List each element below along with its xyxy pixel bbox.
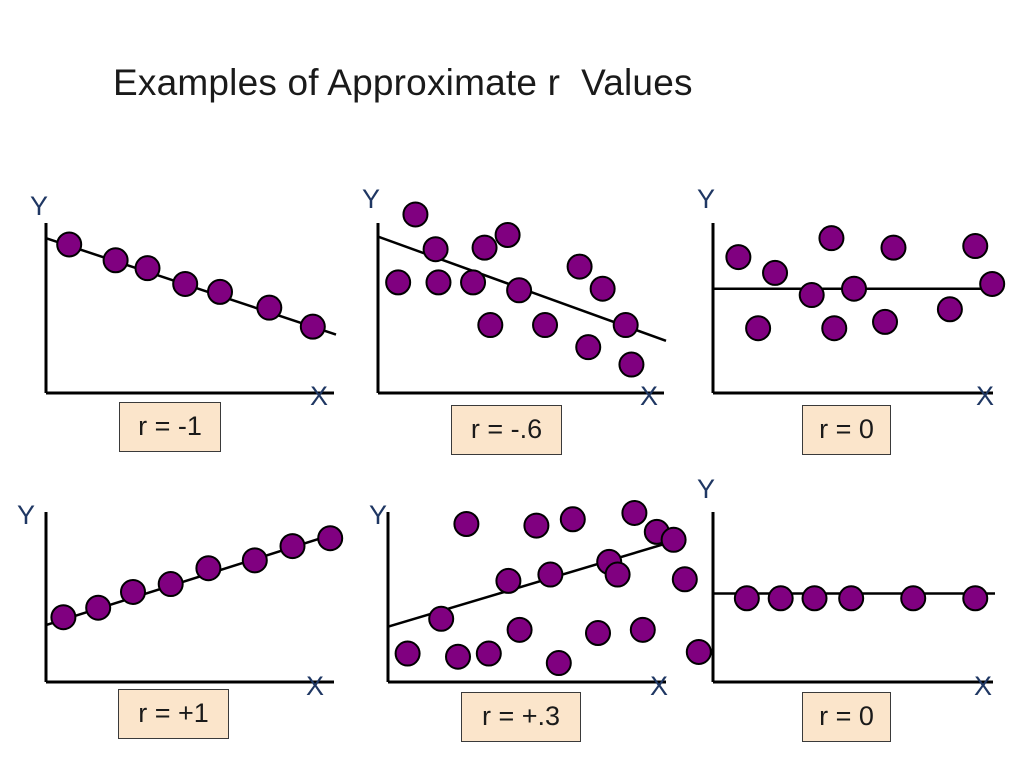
data-point-bottom-left-0 xyxy=(50,604,77,631)
data-point-top-middle-10 xyxy=(566,253,593,280)
x-axis-label-bottom-left: X xyxy=(306,671,324,701)
r-label-top-middle: r = -.6 xyxy=(451,405,562,455)
slide-title: Examples of Approximate r Values xyxy=(113,62,693,103)
x-axis-label-bottom-middle: X xyxy=(650,671,668,701)
data-point-bottom-middle-7 xyxy=(506,616,533,643)
r-label-bottom-middle: r = +.3 xyxy=(461,692,581,742)
r-label-top-right: r = 0 xyxy=(802,405,891,455)
data-point-top-middle-11 xyxy=(589,275,616,302)
data-point-top-right-5 xyxy=(821,315,848,342)
x-axis-label-bottom-right: X xyxy=(974,671,992,701)
data-point-top-left-0 xyxy=(56,231,83,258)
data-point-bottom-middle-13 xyxy=(621,499,648,526)
data-point-top-left-1 xyxy=(102,247,129,274)
data-point-top-left-6 xyxy=(299,313,326,340)
data-point-top-middle-8 xyxy=(477,312,504,339)
data-point-top-middle-7 xyxy=(506,277,533,304)
r-label-top-left: r = -1 xyxy=(119,402,221,452)
data-point-bottom-left-1 xyxy=(85,594,112,621)
data-point-top-middle-6 xyxy=(494,222,521,248)
data-point-top-right-10 xyxy=(962,233,989,260)
data-point-bottom-left-7 xyxy=(317,525,344,552)
data-point-top-right-6 xyxy=(841,275,867,302)
data-point-bottom-left-3 xyxy=(157,571,184,598)
data-point-bottom-right-3 xyxy=(838,585,865,612)
data-point-top-middle-3 xyxy=(425,269,452,296)
data-point-bottom-right-2 xyxy=(801,585,828,612)
data-point-top-left-3 xyxy=(172,270,199,297)
data-point-bottom-middle-17 xyxy=(660,526,687,553)
data-point-bottom-middle-11 xyxy=(585,620,611,647)
data-point-bottom-right-1 xyxy=(767,585,794,612)
data-point-bottom-right-0 xyxy=(733,585,760,612)
data-point-bottom-middle-3 xyxy=(445,643,471,670)
data-point-top-middle-9 xyxy=(532,312,559,339)
data-point-bottom-middle-15 xyxy=(629,616,656,643)
y-axis-label-bottom-middle: Y xyxy=(369,500,387,530)
data-point-bottom-middle-4 xyxy=(475,640,502,667)
x-axis-label-top-left: X xyxy=(310,381,328,411)
y-axis-label-bottom-right: Y xyxy=(697,474,715,504)
data-point-bottom-left-2 xyxy=(120,578,146,605)
data-point-top-middle-2 xyxy=(385,269,412,296)
data-point-top-right-2 xyxy=(818,225,845,252)
data-point-top-left-5 xyxy=(256,294,283,321)
data-point-top-right-7 xyxy=(880,234,907,261)
data-point-bottom-right-4 xyxy=(900,585,927,612)
data-point-bottom-middle-1 xyxy=(428,605,455,632)
data-point-top-right-9 xyxy=(936,296,963,323)
data-point-top-left-4 xyxy=(207,278,233,305)
x-axis-label-top-middle: X xyxy=(640,381,658,411)
r-label-bottom-left: r = +1 xyxy=(118,689,229,739)
data-point-bottom-middle-8 xyxy=(545,650,572,677)
data-point-bottom-left-4 xyxy=(195,555,222,582)
data-point-top-right-11 xyxy=(979,270,1006,297)
data-point-bottom-middle-2 xyxy=(453,511,480,537)
y-axis-label-top-right: Y xyxy=(697,184,715,214)
y-axis-label-top-middle: Y xyxy=(362,184,380,214)
y-axis-label-bottom-left: Y xyxy=(17,500,35,530)
data-point-top-right-3 xyxy=(798,282,825,309)
data-point-bottom-right-5 xyxy=(962,585,989,612)
data-point-bottom-middle-14 xyxy=(604,561,631,588)
data-point-top-right-8 xyxy=(872,308,899,335)
data-point-top-middle-4 xyxy=(460,269,487,296)
r-label-bottom-right: r = 0 xyxy=(802,692,891,742)
data-point-bottom-middle-6 xyxy=(523,512,550,539)
data-point-top-middle-5 xyxy=(471,234,498,261)
data-point-top-right-1 xyxy=(762,259,789,286)
x-axis-label-top-right: X xyxy=(976,381,994,411)
data-point-top-right-4 xyxy=(745,315,772,342)
data-point-bottom-middle-0 xyxy=(394,640,421,667)
data-point-top-middle-14 xyxy=(618,351,645,378)
data-point-bottom-middle-10 xyxy=(559,506,586,533)
data-point-bottom-left-5 xyxy=(241,547,268,574)
data-point-bottom-left-6 xyxy=(279,533,306,560)
data-point-bottom-middle-19 xyxy=(685,638,712,665)
data-point-bottom-middle-9 xyxy=(537,561,564,588)
data-point-top-middle-12 xyxy=(575,334,602,361)
data-point-bottom-middle-5 xyxy=(495,567,522,594)
data-point-top-middle-0 xyxy=(402,201,429,228)
data-point-top-left-2 xyxy=(134,255,161,282)
data-point-top-middle-1 xyxy=(422,236,449,263)
data-point-bottom-middle-18 xyxy=(671,566,698,593)
y-axis-label-top-left: Y xyxy=(30,191,48,221)
data-point-top-middle-13 xyxy=(612,312,639,339)
data-point-top-right-0 xyxy=(725,244,752,271)
